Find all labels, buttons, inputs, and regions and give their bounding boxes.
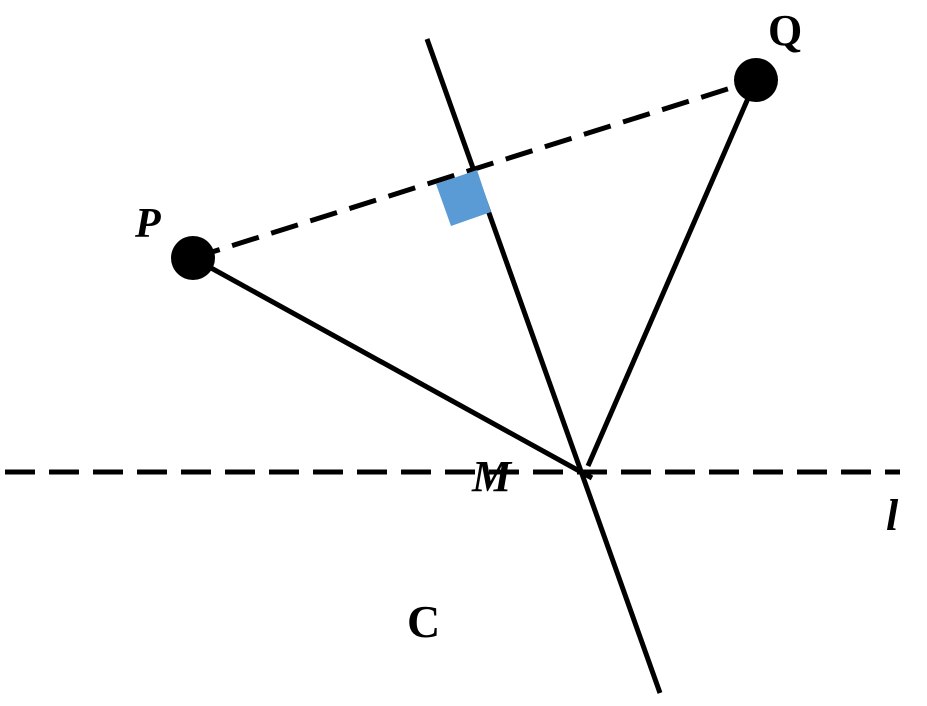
point-p [171, 236, 215, 280]
segment-pq [192, 77, 757, 261]
point-q [734, 58, 778, 102]
label-l: l [886, 491, 899, 540]
label-p: P [134, 201, 161, 247]
right-angle-marker [436, 170, 491, 226]
segment-qm [585, 79, 759, 467]
perpendicular-bisector [424, 38, 663, 694]
label-c: C [407, 596, 440, 647]
segment-pm [191, 255, 594, 481]
label-m: M [471, 452, 513, 501]
label-q: Q [768, 6, 802, 55]
